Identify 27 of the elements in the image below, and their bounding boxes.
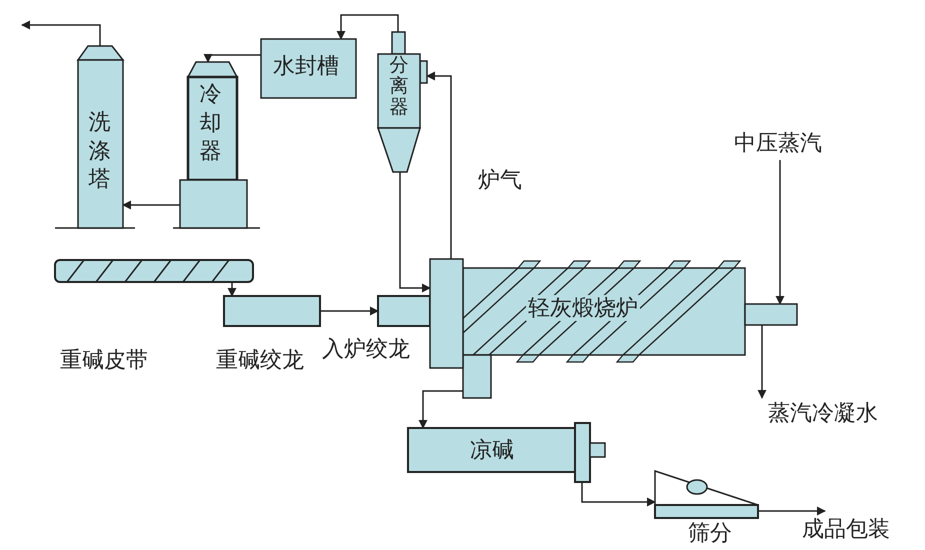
- flow-arrow: [581, 482, 656, 506]
- equipment-label: 分离器: [389, 56, 409, 119]
- flow-arrow: [776, 160, 784, 305]
- flow-arrow: [399, 172, 431, 292]
- stream-label: 蒸汽冷凝水: [752, 398, 882, 428]
- stream-label: 炉气: [478, 166, 522, 194]
- equipment-label: 轻灰煅烧炉: [526, 295, 640, 322]
- flow-arrow: [204, 54, 261, 63]
- stream-label: 中压蒸汽: [732, 126, 832, 160]
- equipment-label: 水封槽: [273, 53, 339, 80]
- flow-arrow: [418, 390, 463, 429]
- flow-arrow: [228, 282, 236, 297]
- flow-arrow: [758, 325, 766, 399]
- equipment-label: 筛分: [688, 519, 732, 547]
- equipment-label: 入炉绞龙: [322, 335, 410, 363]
- flow-arrow: [336, 14, 399, 40]
- equipment-label: 冷却器: [199, 80, 222, 166]
- stream-label: 成品包装: [800, 512, 904, 544]
- equipment-label: 凉碱: [470, 437, 514, 464]
- equipment-label: 洗涤塔: [88, 108, 112, 194]
- flow-arrow: [758, 506, 826, 516]
- equipment-label: 重碱绞龙: [216, 346, 304, 374]
- flow-arrow: [122, 200, 180, 210]
- equipment-label: 重碱皮带: [60, 346, 148, 374]
- flow-arrow: [426, 72, 452, 259]
- flow-arrow: [320, 306, 379, 316]
- flow-arrow: [21, 20, 101, 46]
